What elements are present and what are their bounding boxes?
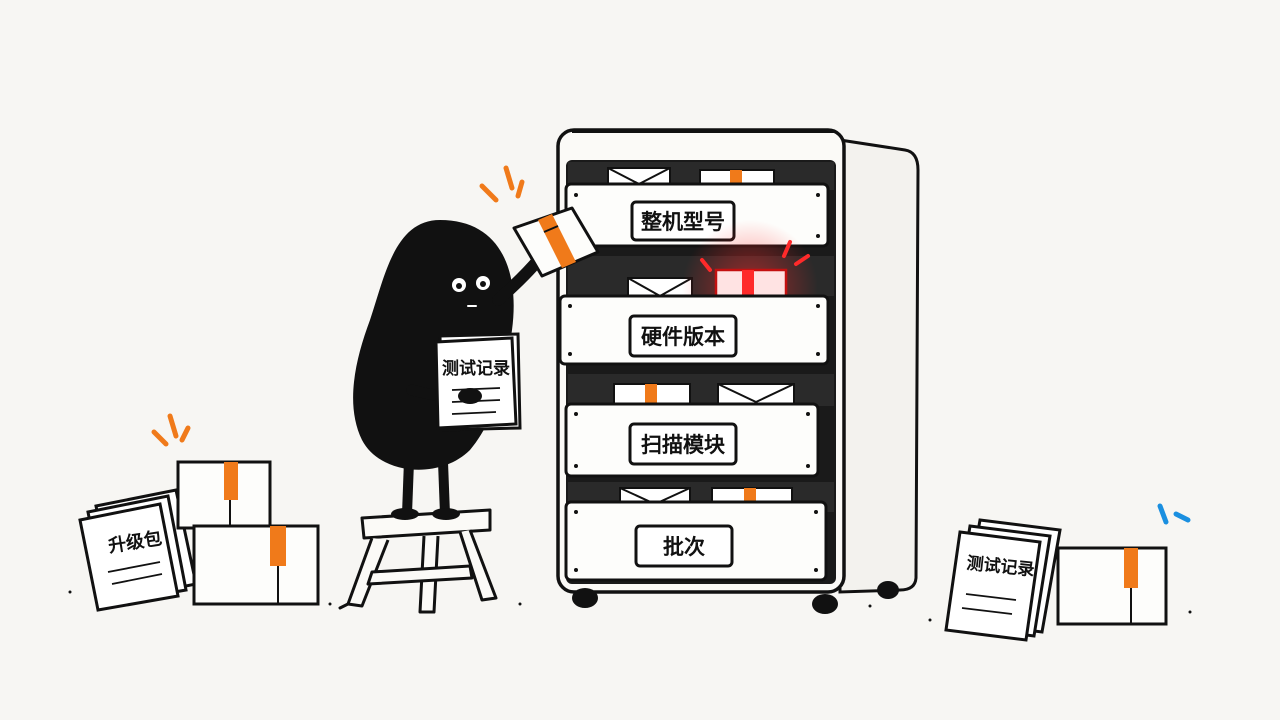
drawer-1-label: 整机型号 xyxy=(641,210,725,234)
cardboard-box-icon xyxy=(192,524,320,606)
sparkle-marks-icon xyxy=(1157,503,1191,525)
drawer-label-plate xyxy=(628,422,738,466)
drawer-label-plate xyxy=(634,524,734,568)
drawer-3: 扫描模块 xyxy=(564,374,834,478)
drawer-1: 整机型号 xyxy=(564,162,834,248)
held-document: 测试记录 xyxy=(434,332,522,432)
cabinet-wheel-right xyxy=(812,594,838,614)
step-stool-icon xyxy=(338,508,498,614)
sparkle-marks-icon xyxy=(479,165,525,203)
drawer-4: 批次 xyxy=(564,482,834,582)
drawer-label-plate xyxy=(628,314,738,358)
drawer-label-plate xyxy=(630,200,736,242)
cardboard-box-icon xyxy=(1056,546,1168,626)
filing-cabinet: 整机型号 硬件版本 xyxy=(556,128,920,614)
sparkle-marks-icon xyxy=(151,413,191,447)
right-document-stack: 测试记录 xyxy=(944,518,1062,642)
cardboard-box-icon xyxy=(176,460,272,530)
cabinet-wheel-back xyxy=(877,581,899,599)
alert-sparkle-icon xyxy=(700,240,810,272)
left-document-stack: 升级包 xyxy=(78,488,198,612)
drawer-3-label: 扫描模块 xyxy=(641,433,726,457)
ground-specks xyxy=(68,590,1192,622)
cabinet-wheel-left xyxy=(572,588,598,608)
drawer-2-label: 硬件版本 xyxy=(641,325,725,349)
drawer-4-label: 批次 xyxy=(663,535,705,559)
held-box-icon xyxy=(512,206,600,278)
held-document-label: 测试记录 xyxy=(442,358,510,379)
drawer-2: 硬件版本 xyxy=(558,220,834,366)
